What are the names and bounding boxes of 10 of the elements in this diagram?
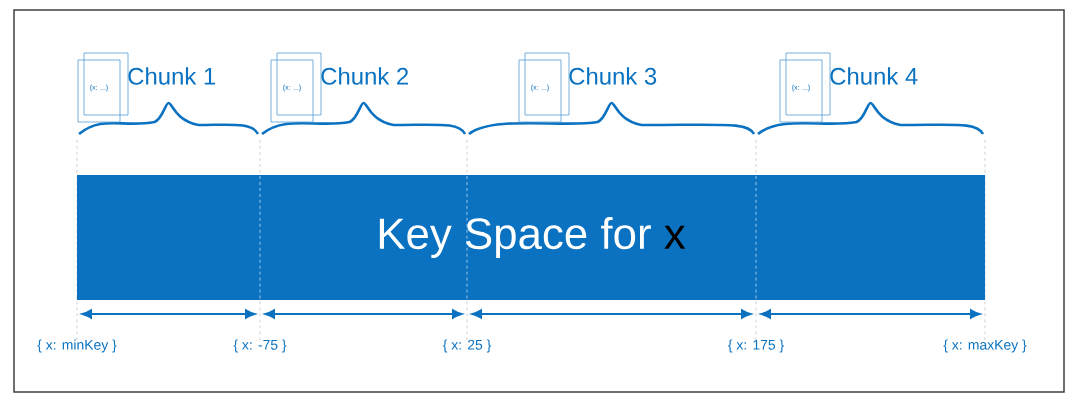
chunk-label: Chunk 2	[321, 67, 408, 85]
chunk-label: Chunk 1	[128, 67, 216, 85]
boundary-label: { x: -75 }	[233, 339, 287, 353]
chunk-label: Chunk 4	[830, 67, 918, 85]
chunk-label: Chunk 3	[569, 67, 657, 85]
boundary-label: { x: maxKey }	[943, 339, 1027, 353]
key-space-bar: Key Space for x	[77, 175, 985, 300]
boundary-label: { x: 25 }	[442, 339, 492, 353]
boundary-label: { x: minKey }	[37, 339, 117, 353]
boundary-label: { x: 175 }	[728, 339, 784, 353]
